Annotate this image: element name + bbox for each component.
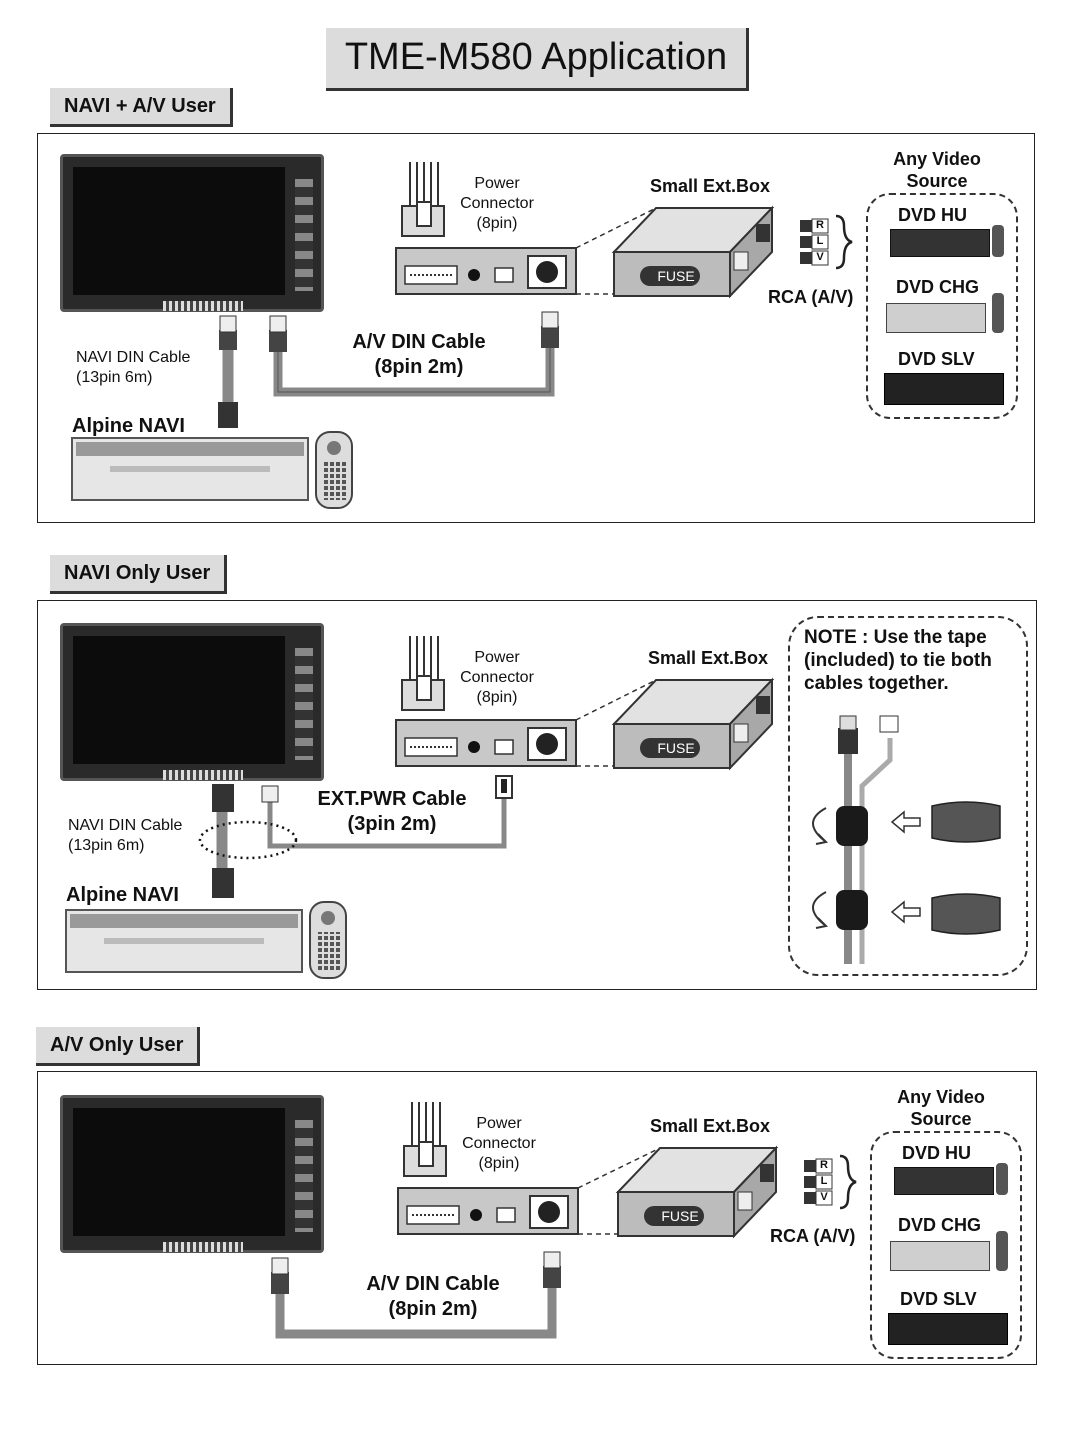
rca-l-label: L — [820, 1175, 828, 1187]
fuse-label: FUSE — [661, 1208, 699, 1224]
dvd-chg-remote-icon — [992, 293, 1004, 333]
dvd-hu-device-icon — [894, 1167, 994, 1195]
remote-control-icon-2 — [309, 901, 347, 979]
dvd-hu-remote-icon — [992, 225, 1004, 257]
monitor-display — [60, 154, 324, 312]
power-connector-plug-icon — [401, 162, 445, 237]
power-connector-plug-icon-3 — [403, 1102, 447, 1177]
alpine-navi-label: Alpine NAVI — [72, 415, 185, 437]
source-dvd-hu: DVD HU — [902, 1143, 972, 1163]
power-connector-label-3: (8pin) — [476, 689, 518, 706]
dvd-chg-device-icon — [886, 303, 986, 333]
fuse-label: FUSE — [657, 740, 695, 756]
wrap-arrow-icon — [812, 807, 829, 929]
any-video-source-title-1: Any Video — [897, 1087, 985, 1107]
small-ext-box-label: Small Ext.Box — [650, 1116, 771, 1136]
small-ext-box-icon — [611, 205, 775, 299]
av-din-cable-label: A/V DIN Cable — [366, 1273, 500, 1295]
rca-av-label: RCA (A/V) — [770, 1226, 856, 1246]
section-tab-av-only: A/V Only User — [36, 1027, 201, 1066]
dvd-slv-device-icon — [888, 1313, 1008, 1345]
left-arrow-icon — [890, 810, 921, 924]
av-din-cable-spec: (8pin 2m) — [374, 356, 464, 378]
rca-l-label: L — [816, 235, 824, 247]
fuse-label: FUSE — [657, 268, 695, 284]
rca-av-label: RCA (A/V) — [768, 287, 854, 307]
note-line-2: (included) to tie both — [804, 650, 992, 671]
source-dvd-slv: DVD SLV — [900, 1289, 977, 1309]
navi-din-cable-label: NAVI DIN Cable — [68, 817, 183, 834]
small-ext-box-label: Small Ext.Box — [650, 176, 771, 196]
navi-din-cable-label: NAVI DIN Cable — [76, 349, 191, 366]
av-din-cable-spec: (8pin 2m) — [388, 1298, 478, 1320]
power-connector-label-3: (8pin) — [476, 215, 518, 232]
small-ext-box-label: Small Ext.Box — [648, 648, 769, 668]
source-dvd-hu: DVD HU — [898, 205, 968, 225]
source-dvd-chg: DVD CHG — [896, 277, 980, 297]
source-dvd-slv: DVD SLV — [898, 349, 975, 369]
connector-panel-icon-2 — [395, 719, 577, 767]
dvd-hu-device-icon — [890, 229, 990, 257]
section-tab-navi-only: NAVI Only User — [50, 555, 228, 594]
rca-r-label: R — [820, 1159, 828, 1171]
video-source-group: DVD HU DVD CHG DVD SLV — [866, 193, 1018, 419]
connector-panel-icon-3 — [397, 1187, 579, 1235]
av-din-cable-label: A/V DIN Cable — [352, 331, 486, 353]
any-video-source-title-1: Any Video — [893, 149, 981, 169]
small-ext-box-icon-3 — [615, 1145, 779, 1239]
rca-v-label: V — [816, 251, 824, 263]
alpine-navi-label: Alpine NAVI — [66, 884, 179, 906]
source-dvd-chg: DVD CHG — [898, 1215, 982, 1235]
monitor-display-3 — [60, 1095, 324, 1253]
small-ext-box-icon-2 — [611, 677, 775, 771]
power-connector-label-3: (8pin) — [478, 1155, 520, 1172]
note-line-1: NOTE : Use the tape — [804, 627, 987, 648]
video-source-group-3: DVD HU DVD CHG DVD SLV — [870, 1131, 1022, 1359]
alpine-navi-unit-icon-2 — [65, 909, 303, 973]
power-connector-label-2: Connector — [460, 669, 534, 686]
alpine-navi-unit-icon — [71, 437, 309, 501]
rca-r-label: R — [816, 219, 824, 231]
ext-pwr-cable-spec: (3pin 2m) — [347, 813, 437, 835]
connector-panel-icon — [395, 247, 577, 295]
rca-v-label: V — [820, 1191, 828, 1203]
cable-bundle-illustration — [836, 715, 899, 964]
power-connector-label-1: Power — [474, 175, 520, 192]
dvd-chg-remote-icon — [996, 1231, 1008, 1271]
power-connector-label-2: Connector — [462, 1135, 536, 1152]
navi-din-cable-spec: (13pin 6m) — [76, 369, 153, 386]
page-title: TME-M580 Application — [326, 28, 749, 91]
monitor-display-2 — [60, 623, 324, 781]
ext-pwr-cable-label: EXT.PWR Cable — [317, 788, 467, 810]
any-video-source-title-2: Source — [906, 171, 968, 191]
any-video-source-title-2: Source — [910, 1109, 972, 1129]
dvd-hu-remote-icon — [996, 1163, 1008, 1195]
rca-jacks-icon-3 — [804, 1154, 857, 1210]
navi-din-cable-spec: (13pin 6m) — [68, 837, 145, 854]
power-connector-plug-icon-2 — [401, 636, 445, 711]
dvd-slv-device-icon — [884, 373, 1004, 405]
tape-strip-icon — [931, 801, 1001, 935]
power-connector-label-1: Power — [474, 649, 520, 666]
dvd-chg-device-icon — [890, 1241, 990, 1271]
section-tab-navi-av: NAVI + A/V User — [50, 88, 233, 127]
rca-jacks-icon — [800, 214, 853, 270]
note-line-3: cables together. — [804, 673, 949, 694]
power-connector-label-2: Connector — [460, 195, 534, 212]
remote-control-icon — [315, 431, 353, 509]
power-connector-label-1: Power — [476, 1115, 522, 1132]
note-box — [788, 616, 1028, 976]
